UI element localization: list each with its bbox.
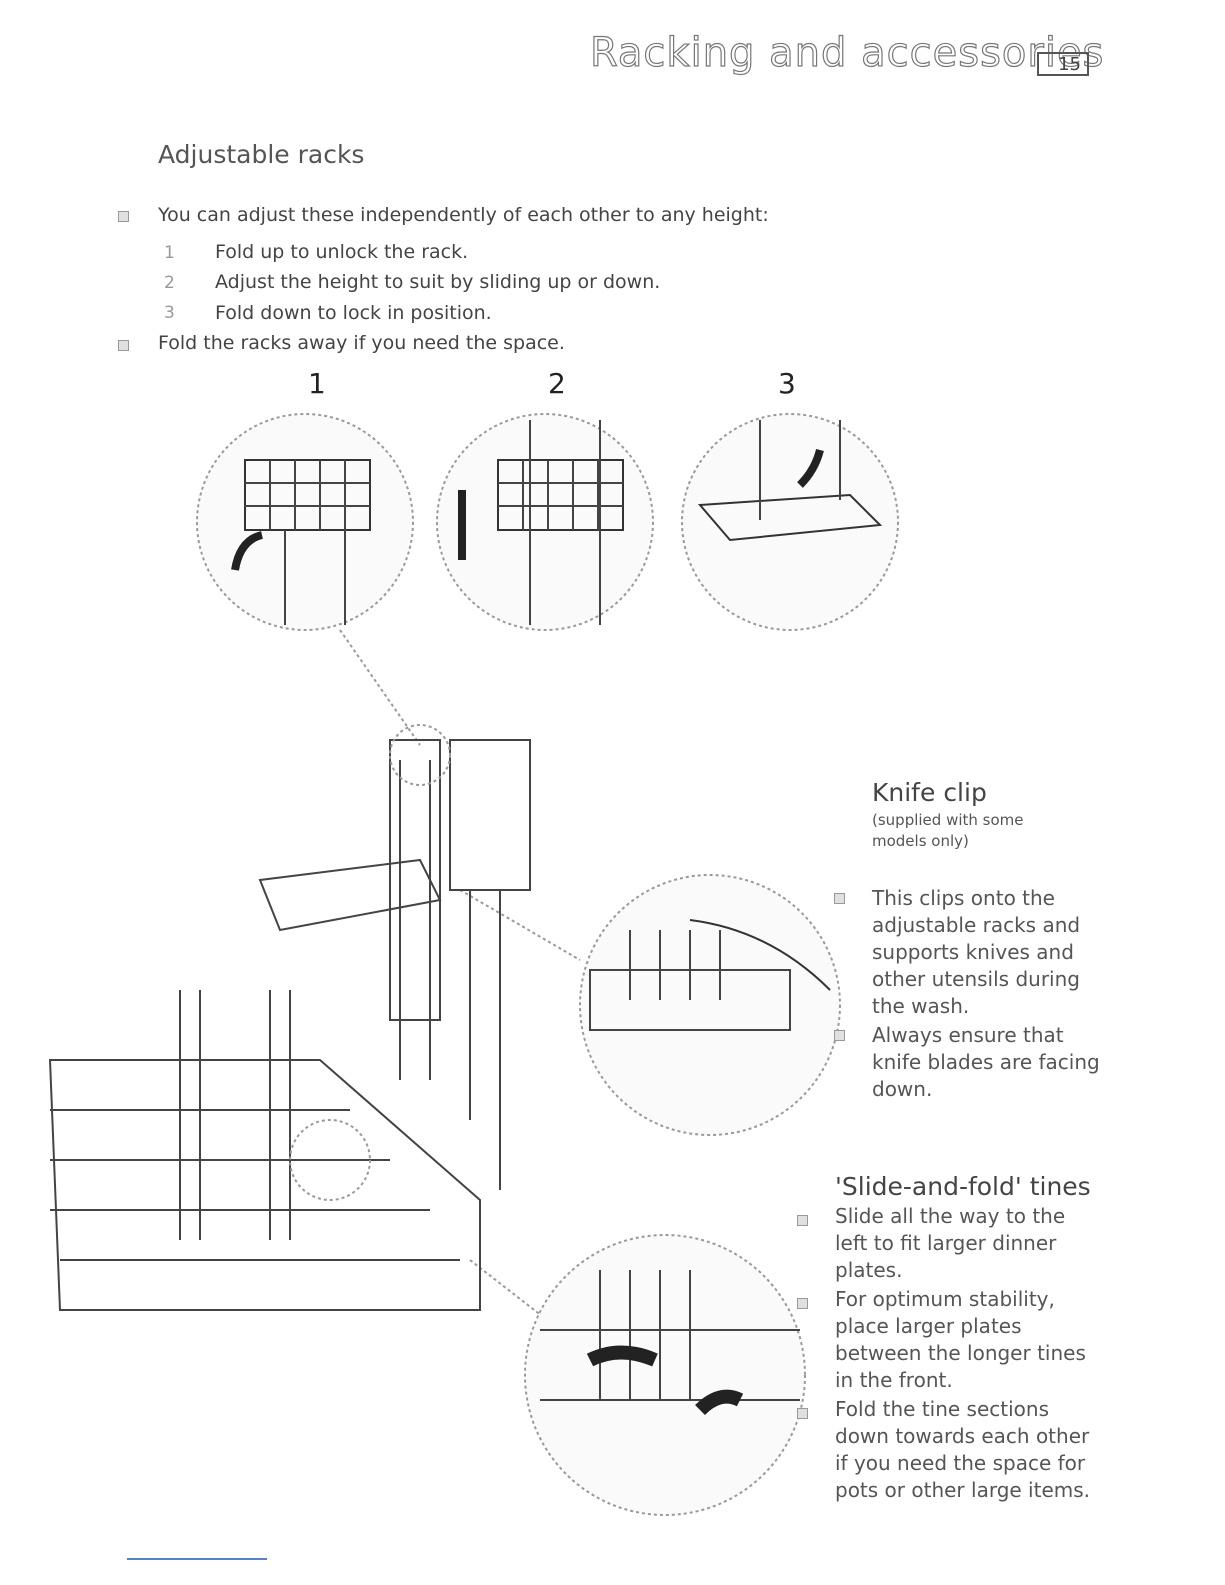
bullet-marker [834,1030,845,1041]
text-line: left to fit larger dinner [835,1231,1057,1255]
bullet-marker [797,1408,808,1419]
adjustable-intro: You can adjust these independently of ea… [158,204,769,226]
step-number: 2 [164,273,175,293]
bullet-marker [797,1298,808,1309]
step-number: 1 [164,243,175,263]
step-text: Adjust the height to suit by sliding up … [215,271,661,293]
fold-away-text: Fold the racks away if you need the spac… [158,332,565,354]
step-text: Fold up to unlock the rack. [215,241,469,263]
knife-clip-heading: Knife clip [872,778,987,807]
bullet-marker [118,211,129,222]
text-line: between the longer tines [835,1341,1086,1365]
text-line: if you need the space for [835,1451,1086,1475]
text-line: Always ensure that [872,1023,1064,1047]
text-line: down towards each other [835,1424,1090,1448]
adjustable-racks-heading: Adjustable racks [158,140,365,169]
bullet-marker [797,1215,808,1226]
figure-label-3: 3 [778,367,796,400]
knife-clip-note-line: models only) [872,832,969,850]
text-line: in the front. [835,1368,953,1392]
text-line: place larger plates [835,1314,1022,1338]
knife-clip-bullet-2: Always ensure that knife blades are faci… [872,1022,1100,1103]
text-line: adjustable racks and [872,913,1081,937]
page-number-box: 15 [1037,52,1089,76]
tines-bullet-3: Fold the tine sections down towards each… [835,1396,1090,1504]
figure-label-2: 2 [548,367,566,400]
text-line: supports knives and [872,940,1074,964]
step-text: Fold down to lock in position. [215,302,492,324]
bullet-marker [834,893,845,904]
text-line: pots or other large items. [835,1478,1091,1502]
page-number: 15 [1058,54,1081,75]
page-header-title: Racking and accessories [589,29,1105,76]
text-line: knife blades are facing [872,1050,1100,1074]
tines-bullet-1: Slide all the way to the left to fit lar… [835,1203,1065,1284]
text-line: For optimum stability, [835,1287,1055,1311]
knife-clip-note-line: (supplied with some [872,811,1024,829]
text-line: This clips onto the [872,886,1055,910]
tines-bullet-2: For optimum stability, place larger plat… [835,1286,1086,1394]
footer-rule [127,1558,267,1560]
text-line: Slide all the way to the [835,1204,1066,1228]
text-line: the wash. [872,994,970,1018]
text-line: other utensils during [872,967,1080,991]
text-line: down. [872,1077,933,1101]
knife-clip-note: (supplied with some models only) [872,810,1024,852]
figure-label-1: 1 [308,367,326,400]
knife-clip-bullet-1: This clips onto the adjustable racks and… [872,885,1080,1020]
step-number: 3 [164,303,175,323]
text-line: Fold the tine sections [835,1397,1050,1421]
text-line: plates. [835,1258,903,1282]
bullet-marker [118,340,129,351]
tines-heading: 'Slide-and-fold' tines [835,1172,1091,1201]
